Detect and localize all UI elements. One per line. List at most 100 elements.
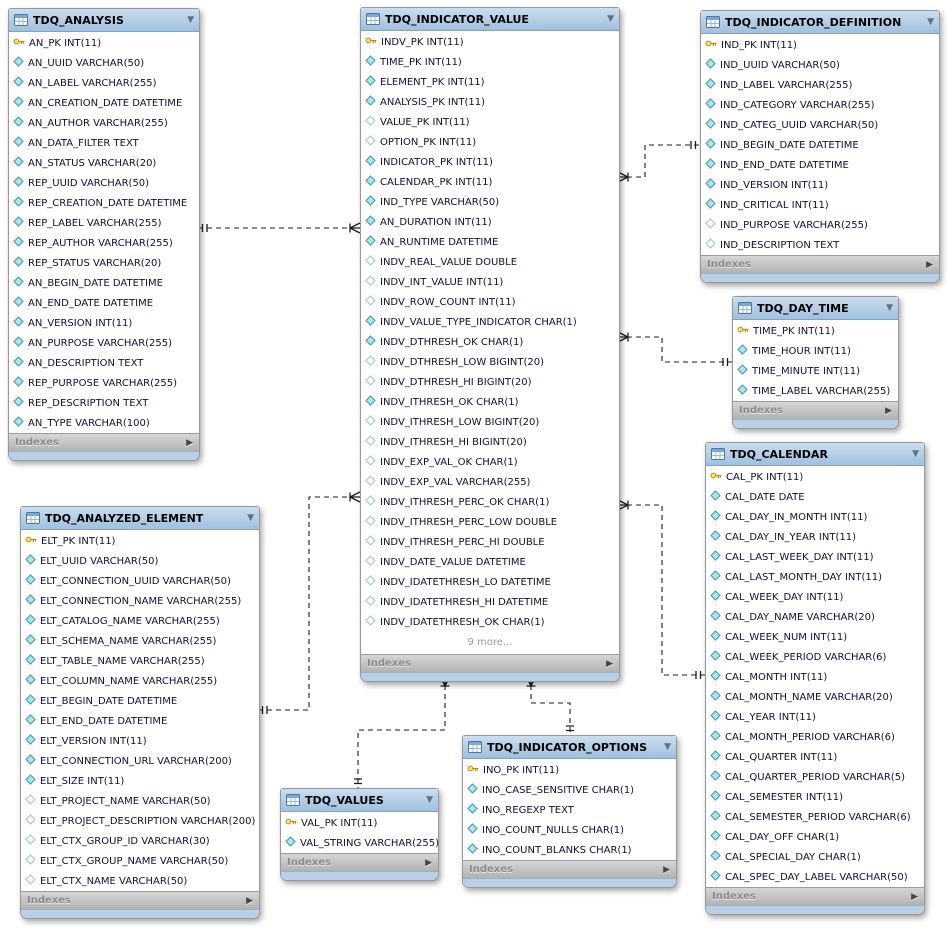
entity-table-tdq_analyzed_element[interactable]: TDQ_ANALYZED_ELEMENT ▼ ELT_PK INT(11)ELT… <box>20 506 260 919</box>
column-row: AN_UUID VARCHAR(50) <box>9 53 199 73</box>
entity-table-tdq_day_time[interactable]: TDQ_DAY_TIME ▼ TIME_PK INT(11)TIME_HOUR … <box>732 296 899 429</box>
chevron-down-icon[interactable]: ▼ <box>426 794 433 805</box>
required-column-icon <box>13 276 24 290</box>
chevron-down-icon[interactable]: ▼ <box>247 512 254 523</box>
column-row: INDV_ITHRESH_HI BIGINT(20) <box>361 432 619 452</box>
expand-right-icon[interactable]: ▶ <box>663 864 670 875</box>
expand-right-icon[interactable]: ▶ <box>186 437 193 448</box>
relationship-tdq_analyzed_element-tdq_indicator_value[interactable] <box>258 496 360 711</box>
table-bottom-bar <box>733 419 898 428</box>
entity-table-tdq_calendar[interactable]: TDQ_CALENDAR ▼ CAL_PK INT(11)CAL_DATE DA… <box>705 442 925 915</box>
entity-table-tdq_values[interactable]: TDQ_VALUES ▼ VAL_PK INT(11)VAL_STRING VA… <box>280 788 439 881</box>
entity-table-header[interactable]: TDQ_CALENDAR ▼ <box>706 443 924 466</box>
column-definition: INDV_IDATETHRESH_LO DATETIME <box>380 576 551 588</box>
chevron-down-icon[interactable]: ▼ <box>927 16 934 27</box>
required-column-icon <box>25 734 36 748</box>
required-column-icon <box>13 296 24 310</box>
indexes-label: Indexes <box>27 895 71 906</box>
entity-table-header[interactable]: TDQ_ANALYSIS ▼ <box>9 9 199 32</box>
required-column-icon <box>13 156 24 170</box>
column-definition: ELT_SCHEMA_NAME VARCHAR(255) <box>40 635 217 647</box>
relationship-tdq_indicator_value-tdq_indicator_options[interactable] <box>530 676 571 735</box>
required-column-icon <box>705 98 716 112</box>
table-bottom-bar <box>9 451 199 460</box>
column-row: INDV_EXP_VAL_OK CHAR(1) <box>361 452 619 472</box>
entity-table-tdq_indicator_options[interactable]: TDQ_INDICATOR_OPTIONS ▼ INO_PK INT(11)IN… <box>462 735 677 888</box>
nullable-column-icon <box>25 794 36 808</box>
expand-right-icon[interactable]: ▶ <box>246 895 253 906</box>
required-column-icon <box>710 830 721 844</box>
chevron-down-icon[interactable]: ▼ <box>607 13 614 24</box>
indexes-section[interactable]: Indexes ▶ <box>733 401 898 419</box>
column-definition: INDV_ITHRESH_OK CHAR(1) <box>380 396 519 408</box>
expand-right-icon[interactable]: ▶ <box>425 857 432 868</box>
required-column-icon <box>13 336 24 350</box>
column-definition: AN_RUNTIME DATETIME <box>380 236 499 248</box>
relationship-tdq_indicator_value-tdq_day_time[interactable] <box>618 336 732 363</box>
expand-right-icon[interactable]: ▶ <box>911 891 918 902</box>
indexes-section[interactable]: Indexes ▶ <box>463 860 676 878</box>
column-row: IND_CATEGORY VARCHAR(255) <box>701 95 939 115</box>
column-row: CAL_SPEC_DAY_LABEL VARCHAR(50) <box>706 867 924 887</box>
entity-table-tdq_indicator_value[interactable]: TDQ_INDICATOR_VALUE ▼ INDV_PK INT(11)TIM… <box>360 7 620 682</box>
column-row: VAL_STRING VARCHAR(255) <box>281 833 438 853</box>
indexes-section[interactable]: Indexes ▶ <box>701 255 939 273</box>
indexes-section[interactable]: Indexes ▶ <box>9 433 199 451</box>
indexes-section[interactable]: Indexes ▶ <box>281 853 438 871</box>
chevron-down-icon[interactable]: ▼ <box>886 302 893 313</box>
column-definition: INDV_PK INT(11) <box>381 36 464 48</box>
column-row: INO_COUNT_BLANKS CHAR(1) <box>463 840 676 860</box>
column-row: ELT_CTX_GROUP_ID VARCHAR(30) <box>21 831 259 851</box>
table-icon <box>738 302 752 314</box>
column-list: ELT_PK INT(11)ELT_UUID VARCHAR(50)ELT_CO… <box>21 530 259 891</box>
indexes-section[interactable]: Indexes ▶ <box>361 654 619 672</box>
column-row: ELT_TABLE_NAME VARCHAR(255) <box>21 651 259 671</box>
relationship-tdq_indicator_value-tdq_values[interactable] <box>357 676 446 788</box>
entity-table-header[interactable]: TDQ_ANALYZED_ELEMENT ▼ <box>21 507 259 530</box>
column-definition: AN_PURPOSE VARCHAR(255) <box>28 337 173 349</box>
indexes-section[interactable]: Indexes ▶ <box>706 887 924 905</box>
column-definition: REP_PURPOSE VARCHAR(255) <box>28 377 178 389</box>
column-definition: ELT_CTX_GROUP_NAME VARCHAR(50) <box>40 855 229 867</box>
entity-table-header[interactable]: TDQ_INDICATOR_DEFINITION ▼ <box>701 11 939 34</box>
entity-table-header[interactable]: TDQ_DAY_TIME ▼ <box>733 297 898 320</box>
column-row: CAL_MONTH_PERIOD VARCHAR(6) <box>706 727 924 747</box>
column-definition: INDV_IDATETHRESH_OK CHAR(1) <box>380 616 545 628</box>
expand-right-icon[interactable]: ▶ <box>606 658 613 669</box>
entity-table-header[interactable]: TDQ_VALUES ▼ <box>281 789 438 812</box>
expand-right-icon[interactable]: ▶ <box>926 259 933 270</box>
chevron-down-icon[interactable]: ▼ <box>912 448 919 459</box>
indexes-section[interactable]: Indexes ▶ <box>21 891 259 909</box>
nullable-column-icon <box>365 615 376 629</box>
chevron-down-icon[interactable]: ▼ <box>664 741 671 752</box>
more-columns-label[interactable]: 9 more... <box>467 637 513 648</box>
column-row: CAL_SEMESTER_PERIOD VARCHAR(6) <box>706 807 924 827</box>
primary-key-icon <box>285 816 297 830</box>
relationship-cardinality-markers <box>617 499 702 679</box>
required-column-icon <box>710 610 721 624</box>
column-row: TIME_HOUR INT(11) <box>733 341 898 361</box>
column-row: ELT_SCHEMA_NAME VARCHAR(255) <box>21 631 259 651</box>
column-row: INO_REGEXP TEXT <box>463 800 676 820</box>
entity-table-tdq_indicator_definition[interactable]: TDQ_INDICATOR_DEFINITION ▼ IND_PK INT(11… <box>700 10 940 283</box>
relationship-tdq_indicator_value-tdq_indicator_definition[interactable] <box>618 144 700 178</box>
column-definition: CAL_WEEK_NUM INT(11) <box>725 631 848 643</box>
entity-table-header[interactable]: TDQ_INDICATOR_VALUE ▼ <box>361 8 619 31</box>
column-definition: INDV_ITHRESH_HI BIGINT(20) <box>380 436 527 448</box>
column-row: INO_COUNT_NULLS CHAR(1) <box>463 820 676 840</box>
required-column-icon <box>13 76 24 90</box>
required-column-icon <box>705 78 716 92</box>
column-row: IND_DESCRIPTION TEXT <box>701 235 939 255</box>
entity-table-header[interactable]: TDQ_INDICATOR_OPTIONS ▼ <box>463 736 676 759</box>
column-row: INDV_EXP_VAL VARCHAR(255) <box>361 472 619 492</box>
chevron-down-icon[interactable]: ▼ <box>187 14 194 25</box>
expand-right-icon[interactable]: ▶ <box>885 405 892 416</box>
table-icon <box>366 13 380 25</box>
entity-table-tdq_analysis[interactable]: TDQ_ANALYSIS ▼ AN_PK INT(11)AN_UUID VARC… <box>8 8 200 461</box>
column-definition: VAL_STRING VARCHAR(255) <box>300 837 438 849</box>
column-row: IND_LABEL VARCHAR(255) <box>701 75 939 95</box>
nullable-column-icon <box>365 455 376 469</box>
column-definition: INO_REGEXP TEXT <box>482 804 574 816</box>
relationship-tdq_indicator_value-tdq_calendar[interactable] <box>618 504 705 676</box>
relationship-cardinality-markers <box>617 141 697 183</box>
